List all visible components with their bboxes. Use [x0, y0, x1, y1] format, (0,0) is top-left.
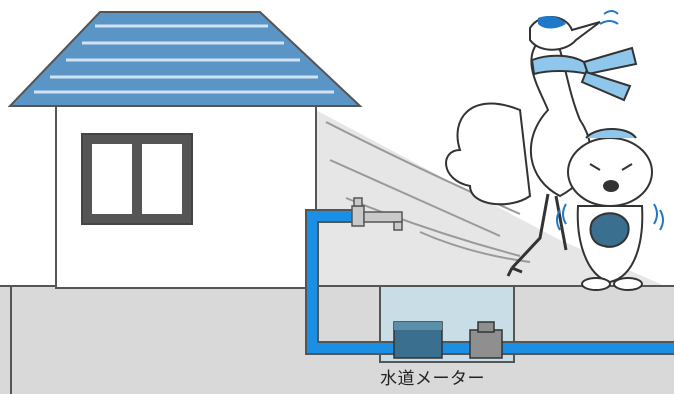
faucet-icon	[351, 197, 403, 231]
water-meter-icon	[393, 321, 503, 359]
ground-edge	[10, 286, 12, 394]
roof-stripes	[34, 24, 334, 94]
cold-wind-area	[312, 108, 674, 290]
house-window	[81, 133, 193, 225]
cold-water-character	[556, 128, 664, 291]
water-meter-label: 水道メーター	[380, 369, 485, 389]
ground	[0, 286, 674, 394]
